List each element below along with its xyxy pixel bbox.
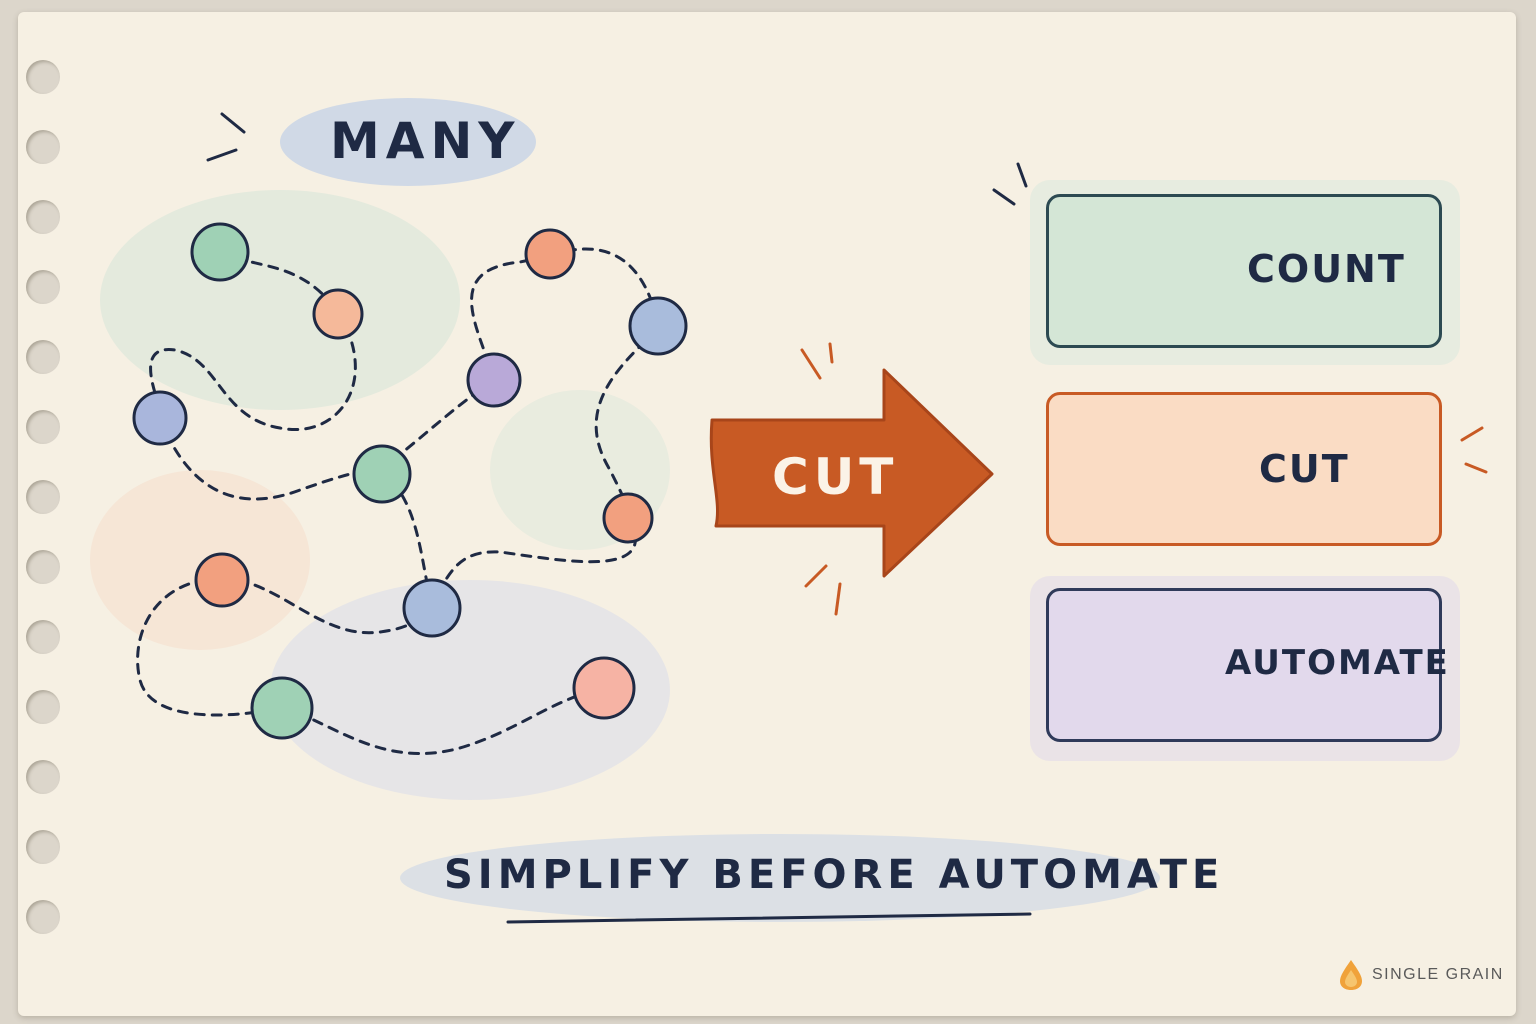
connection-line [280,686,606,755]
connection-line [149,310,357,431]
many-label: MANY [330,112,521,170]
connection-line [430,518,637,607]
network-node [352,444,412,504]
network-wash-blue [270,580,670,800]
network-node [524,228,576,280]
network-nodes [132,222,688,740]
network-node [602,492,654,544]
brand-name: SINGLE GRAIN [1372,966,1504,983]
bottom-underline [506,912,1032,924]
automate-step-label: AUTOMATE [1225,643,1450,683]
network-node [466,352,522,408]
network-node [194,552,250,608]
binder-hole [26,200,60,234]
count-step-card: COUNT [1046,194,1442,348]
network-wash-green [100,190,460,410]
network-node [132,390,188,446]
binder-hole [26,130,60,164]
binder-hole [26,480,60,514]
binder-hole [26,270,60,304]
connection-line [136,576,284,717]
network-node [572,656,636,720]
binder-hole [26,830,60,864]
cut-arrow [709,368,994,578]
network-node [628,296,688,356]
binder-hole [26,550,60,584]
bottom-label: SIMPLIFY BEFORE AUTOMATE [444,852,1225,898]
network-node [190,222,250,282]
network-wash-peach [90,470,310,650]
many-label-wash [280,98,536,186]
binder-hole [26,60,60,94]
network-node [250,676,314,740]
network-node [312,288,364,340]
bottom-label-wash [400,834,1160,922]
network-node [402,578,462,638]
cut-step-label: CUT [1259,447,1350,491]
cut-arrow-label: CUT [772,448,899,506]
automate-step-card: AUTOMATE [1046,588,1448,742]
binder-hole [26,760,60,794]
accent-ticks-orange [800,342,1488,616]
brand-logo-icon [1340,960,1362,990]
binder-hole [26,900,60,934]
binder-hole [26,620,60,654]
binder-hole [26,690,60,724]
accent-ticks [206,112,1028,206]
binder-hole [26,340,60,374]
binder-hole [26,410,60,444]
count-step-label: COUNT [1247,247,1406,291]
cut-step-card: CUT [1046,392,1442,546]
